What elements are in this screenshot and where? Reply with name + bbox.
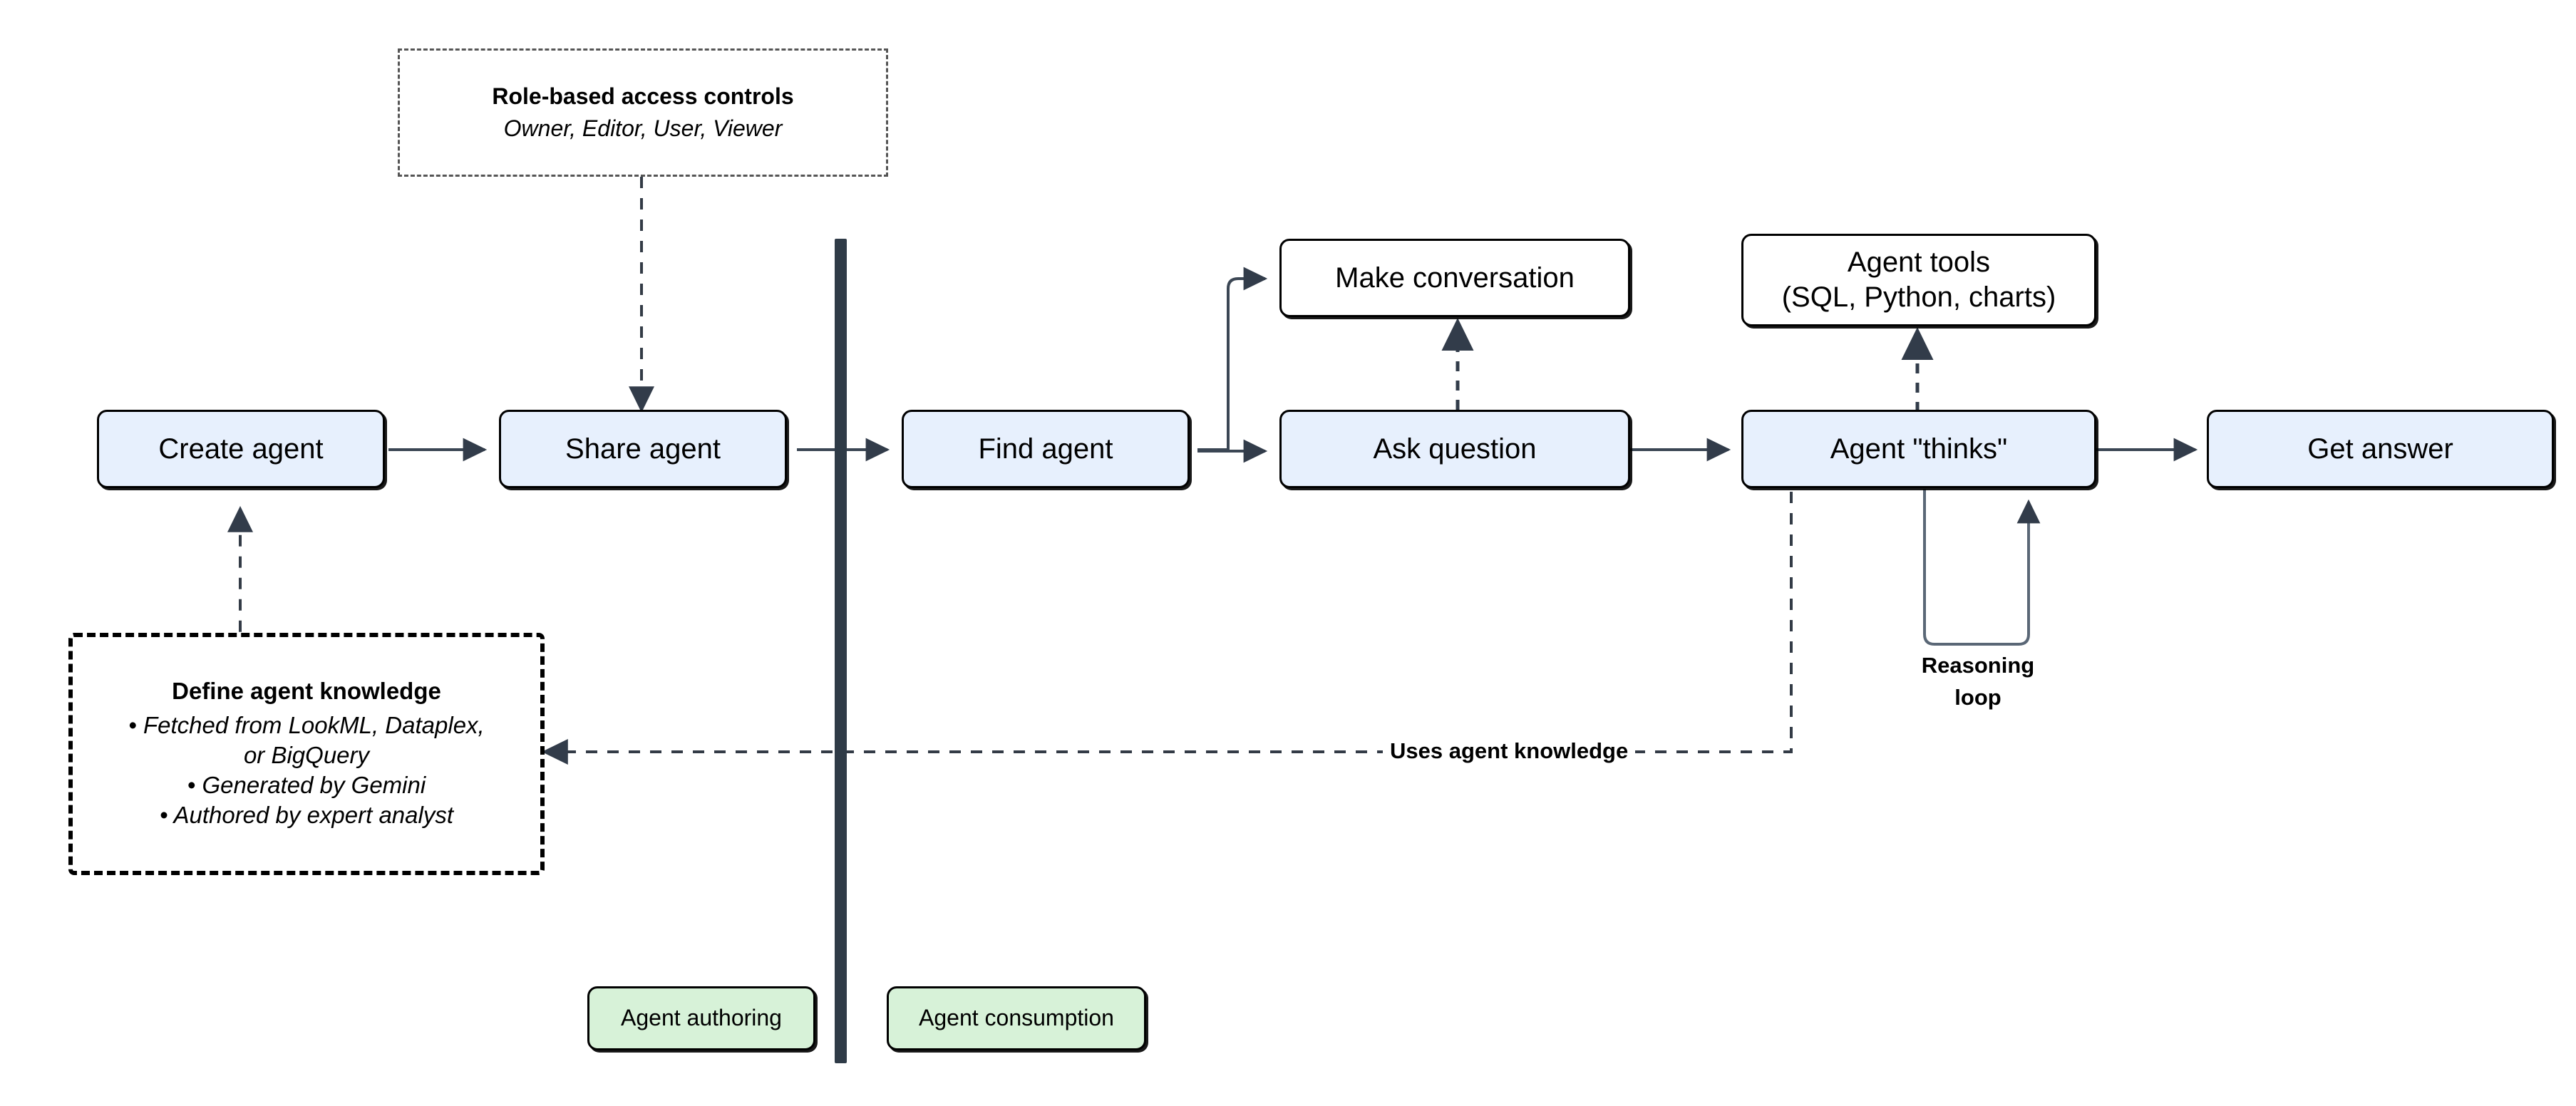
node-find-agent[interactable]: Find agent <box>902 410 1190 488</box>
rbac-note-subtitle: Owner, Editor, User, Viewer <box>503 115 783 141</box>
node-get-answer-label: Get answer <box>2307 433 2453 465</box>
reasoning-loop-line2: loop <box>1954 684 2001 710</box>
node-share-agent-label: Share agent <box>565 433 721 465</box>
label-reasoning-loop: Reasoning loop <box>1896 650 2060 714</box>
knowledge-note-item: • Generated by Gemini <box>187 772 426 798</box>
node-agent-thinks[interactable]: Agent "thinks" <box>1741 410 2096 488</box>
node-make-conversation[interactable]: Make conversation <box>1279 239 1630 317</box>
node-make-conversation-label: Make conversation <box>1335 262 1575 294</box>
node-find-agent-label: Find agent <box>978 433 1113 465</box>
node-agent-tools[interactable]: Agent tools (SQL, Python, charts) <box>1741 234 2096 326</box>
node-create-agent-label: Create agent <box>158 433 324 465</box>
knowledge-note-item: or BigQuery <box>243 741 370 768</box>
node-agent-tools-label-line2: (SQL, Python, charts) <box>1781 281 2056 313</box>
edge-reasoning-loop <box>1923 489 2041 646</box>
note-define-agent-knowledge: Define agent knowledge • Fetched from Lo… <box>68 633 545 875</box>
note-role-based-access-controls: Role-based access controls Owner, Editor… <box>398 48 888 177</box>
node-get-answer[interactable]: Get answer <box>2207 410 2554 488</box>
knowledge-note-title: Define agent knowledge <box>172 677 441 704</box>
node-agent-thinks-label: Agent "thinks" <box>1830 433 2008 465</box>
knowledge-note-item: • Authored by expert analyst <box>159 802 454 829</box>
edge-label-uses-agent-knowledge: Uses agent knowledge <box>1383 738 1636 764</box>
edge-find-to-make-conversation <box>1197 267 1268 451</box>
legend-agent-consumption[interactable]: Agent consumption <box>887 986 1146 1050</box>
node-agent-tools-label-line1: Agent tools <box>1847 247 1991 279</box>
rbac-note-title: Role-based access controls <box>492 83 794 109</box>
knowledge-note-item: • Fetched from LookML, Dataplex, <box>128 711 485 738</box>
uses-agent-knowledge-text: Uses agent knowledge <box>1390 738 1629 763</box>
phase-divider <box>835 239 847 1063</box>
reasoning-loop-line1: Reasoning <box>1921 653 2035 678</box>
edge-uses-agent-knowledge <box>541 492 1793 765</box>
node-share-agent[interactable]: Share agent <box>499 410 787 488</box>
node-ask-question[interactable]: Ask question <box>1279 410 1630 488</box>
node-ask-question-label: Ask question <box>1373 433 1537 465</box>
legend-agent-authoring[interactable]: Agent authoring <box>587 986 815 1050</box>
node-create-agent[interactable]: Create agent <box>97 410 385 488</box>
legend-agent-authoring-label: Agent authoring <box>621 1005 782 1031</box>
legend-agent-consumption-label: Agent consumption <box>919 1005 1114 1031</box>
